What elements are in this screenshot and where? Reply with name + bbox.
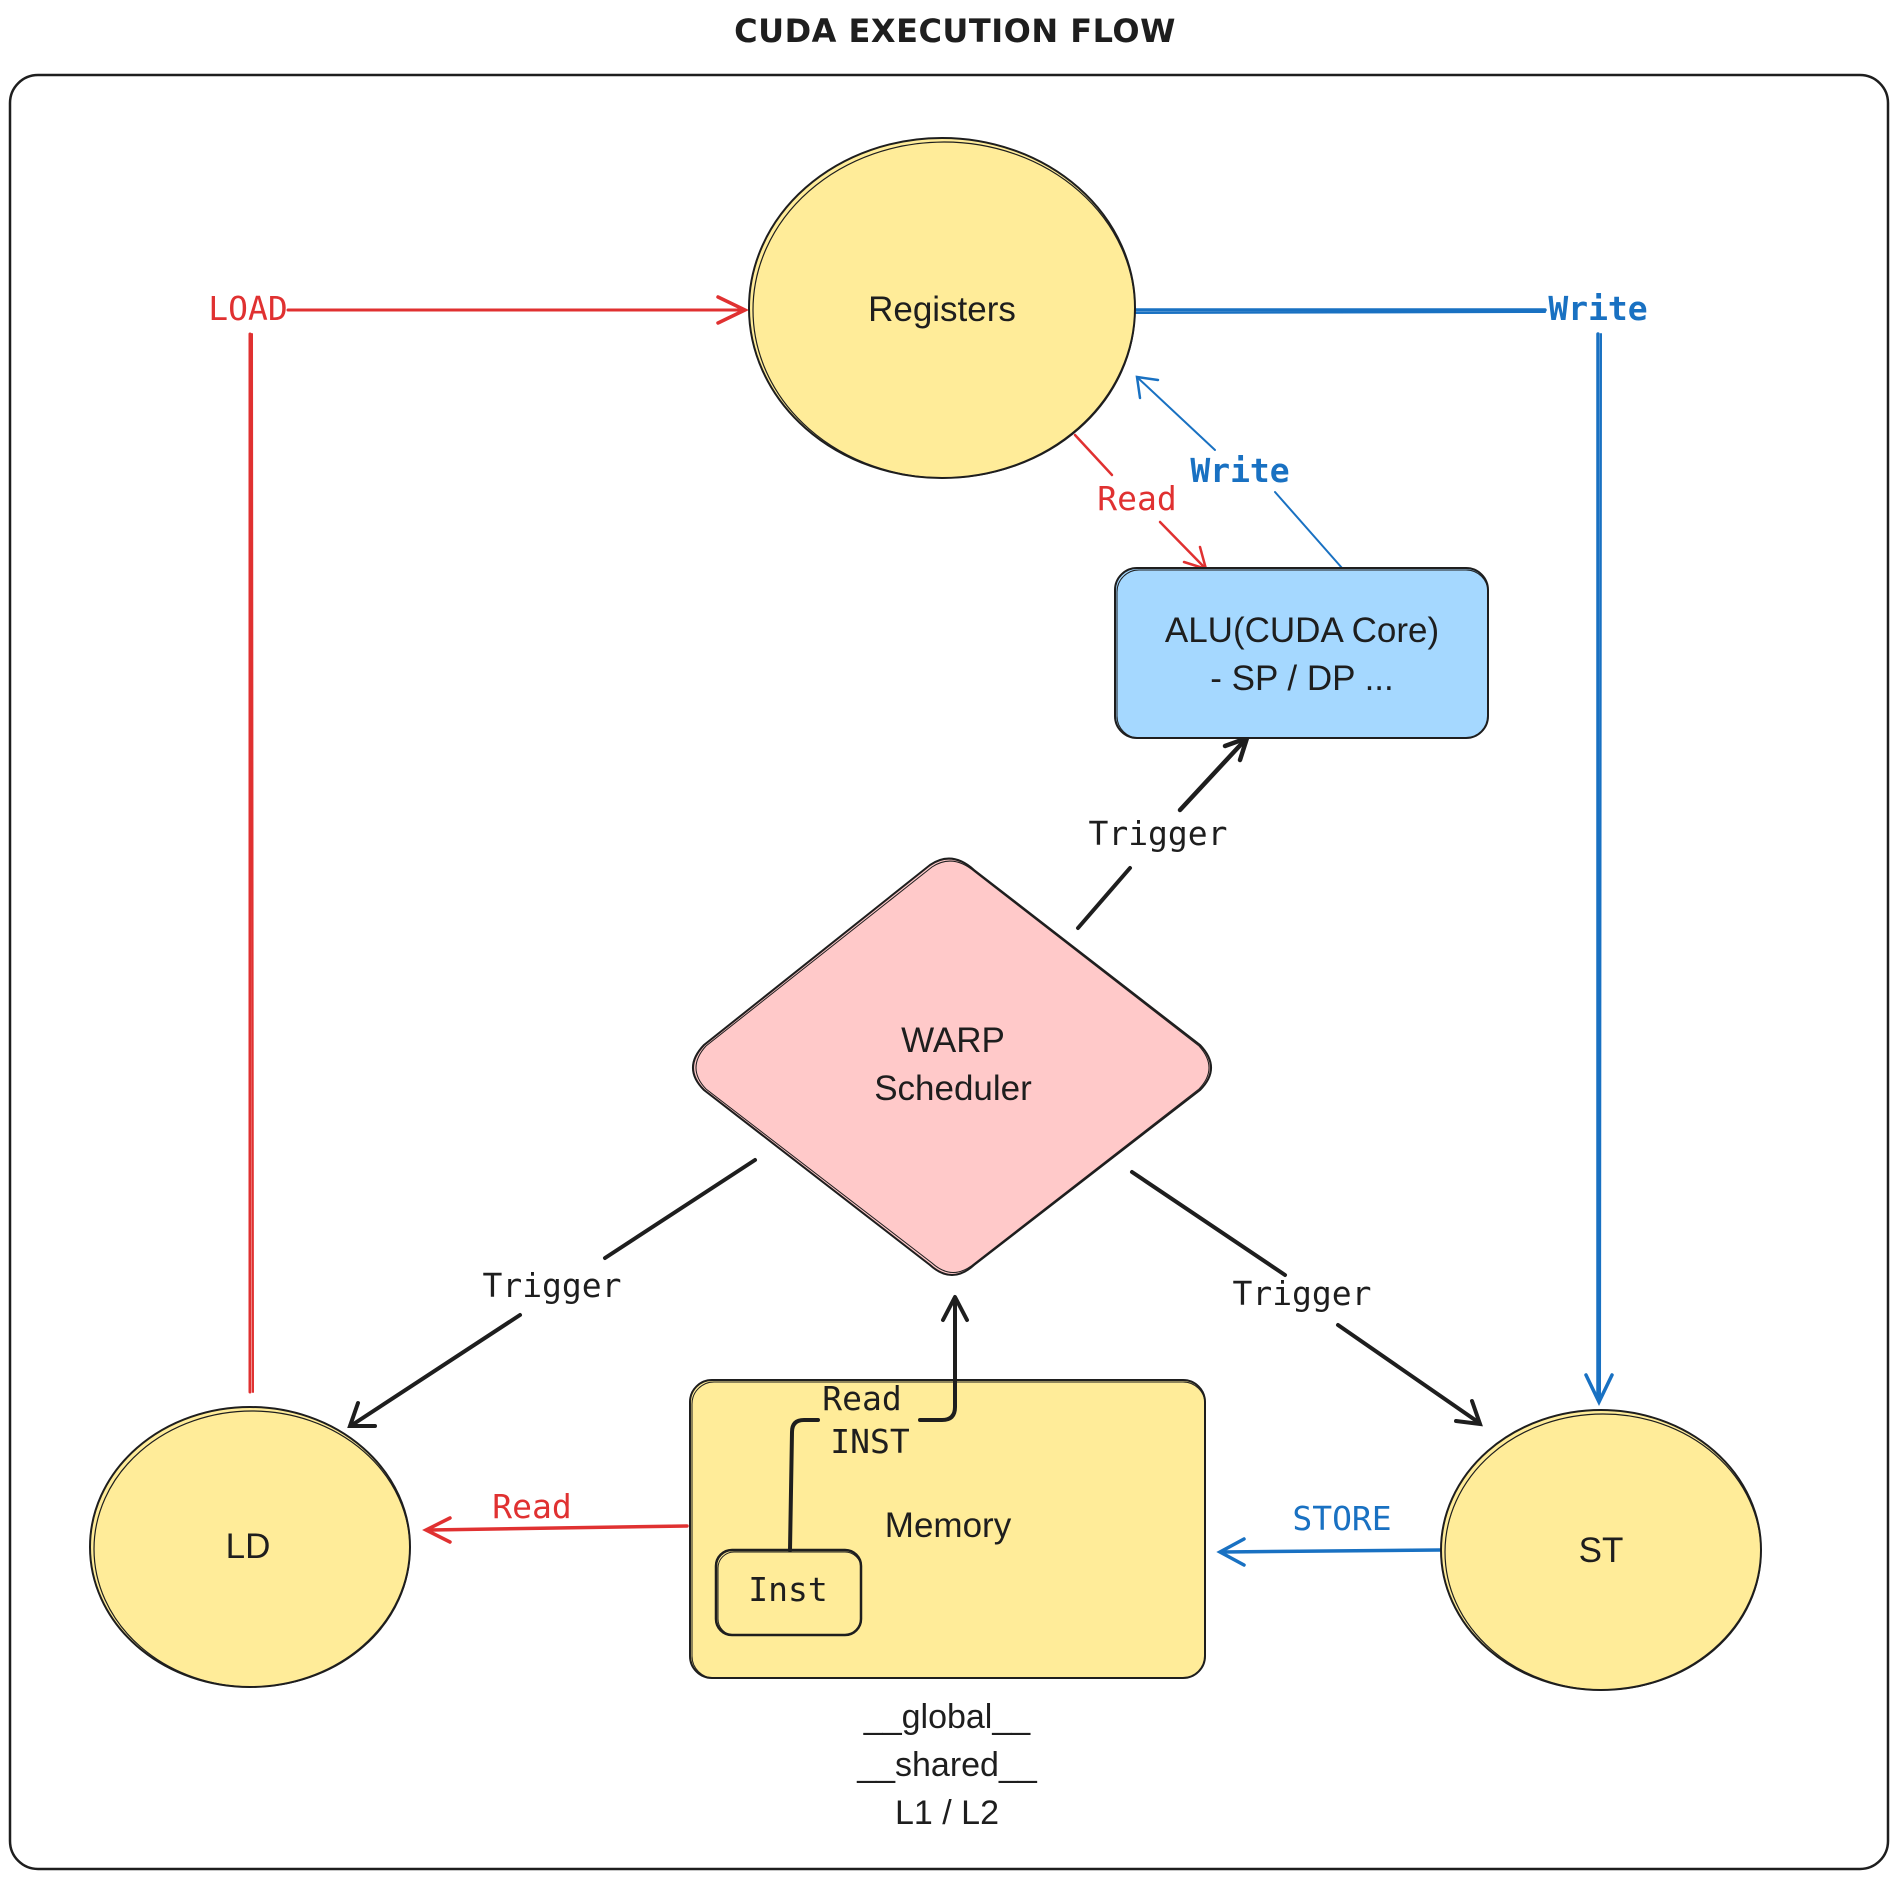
edge-label-load: LOAD — [208, 289, 287, 328]
outer-frame — [8, 73, 1890, 1871]
caption-global: __global__ — [863, 1698, 1031, 1736]
ld-label: LD — [226, 1527, 271, 1566]
edge-write-store — [1132, 308, 1614, 1407]
registers-node: Registers — [748, 137, 1136, 479]
diagram-title: CUDA EXECUTION FLOW — [734, 12, 1176, 50]
edge-trigger-st — [1130, 1170, 1483, 1427]
warp-scheduler-node: WARP Scheduler — [692, 857, 1212, 1276]
edge-read-inst — [788, 1295, 969, 1552]
edge-label-read-ld: Read — [492, 1487, 571, 1526]
alu-label-line1: ALU(CUDA Core) — [1165, 611, 1439, 650]
edge-label-store: STORE — [1292, 1499, 1391, 1538]
registers-label: Registers — [868, 290, 1016, 329]
edge-label-trigger-st: Trigger — [1232, 1274, 1371, 1313]
edge-load — [248, 295, 750, 1394]
inst-node: Inst — [714, 1548, 863, 1637]
edge-label-read-inst-line2: INST — [830, 1422, 910, 1461]
alu-node: ALU(CUDA Core) - SP / DP ... — [1114, 567, 1489, 739]
warp-label-line1: WARP — [901, 1021, 1005, 1060]
edge-read-ld — [422, 1516, 689, 1544]
edge-store — [1216, 1537, 1442, 1567]
st-node: ST — [1440, 1409, 1762, 1691]
edge-label-read-alu: Read — [1097, 479, 1176, 518]
memory-caption: __global__ __shared__ L1 / L2 — [856, 1698, 1038, 1832]
edge-label-read-inst-line1: Read — [822, 1379, 901, 1418]
alu-label-line2: - SP / DP ... — [1210, 659, 1394, 698]
caption-cache: L1 / L2 — [895, 1794, 999, 1832]
inst-label: Inst — [748, 1570, 827, 1609]
edge-label-trigger-ld: Trigger — [482, 1266, 621, 1305]
warp-label-line2: Scheduler — [874, 1069, 1032, 1108]
edge-label-write-alu: Write — [1190, 451, 1289, 490]
edge-label-trigger-alu: Trigger — [1088, 814, 1227, 853]
ld-node: LD — [89, 1406, 411, 1688]
caption-shared: __shared__ — [856, 1746, 1038, 1784]
edge-trigger-ld — [347, 1158, 757, 1428]
edge-label-write-top: Write — [1548, 289, 1647, 328]
memory-label: Memory — [885, 1506, 1012, 1545]
st-label: ST — [1579, 1531, 1624, 1570]
edge-write-alu — [1135, 375, 1343, 569]
